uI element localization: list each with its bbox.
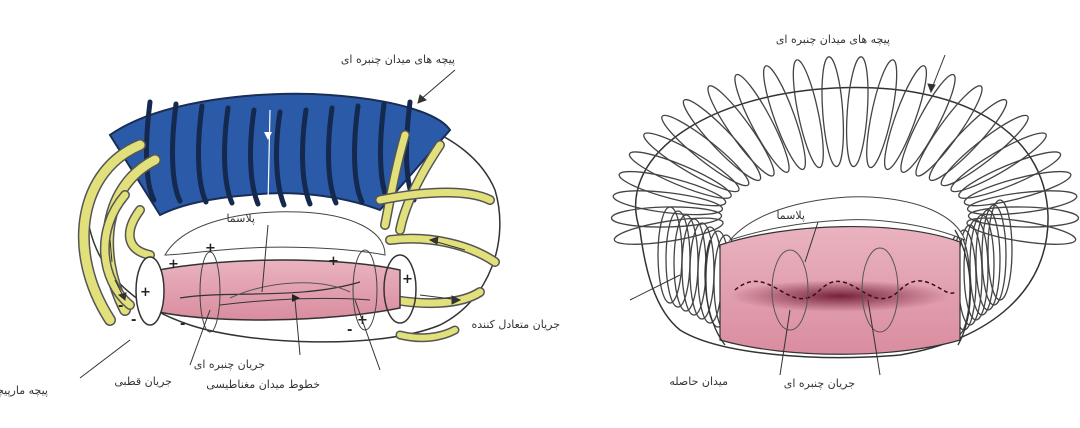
label-counterbalancing-current: جریان متعادل کننده bbox=[471, 318, 560, 331]
label-magnetic-field-lines: خطوط میدان مغناطیسی bbox=[206, 378, 320, 391]
svg-text:+: + bbox=[140, 285, 151, 300]
label-resulting-field: میدان حاصله bbox=[669, 375, 728, 388]
label-poloidal-current: جریان قطبی bbox=[114, 375, 172, 388]
label-helical-coil: پیچه مارپیچی bbox=[0, 384, 48, 397]
svg-text:+: + bbox=[328, 254, 339, 269]
right-diagram: پیچه های میدان چنبره ای پلاسما جریان متع… bbox=[471, 33, 1078, 390]
svg-text:-: - bbox=[131, 313, 136, 328]
label-right-plasma: پلاسما bbox=[776, 209, 805, 222]
right-plasma-tube bbox=[705, 227, 970, 355]
label-toroidal-current: جریان چنبره ای bbox=[194, 358, 265, 371]
label-right-toroidal-current: جریان چنبره ای bbox=[784, 377, 855, 390]
label-toroidal-field-coils: پیچه های میدان چنبره ای bbox=[341, 53, 455, 66]
svg-text:-: - bbox=[180, 317, 185, 332]
svg-text:+: + bbox=[402, 272, 413, 287]
left-diagram: + + + + - - - - + + پیچه های میدان چنبره… bbox=[0, 53, 500, 397]
label-right-toroidal-field-coils: پیچه های میدان چنبره ای bbox=[776, 33, 890, 46]
label-plasma: پلاسما bbox=[226, 212, 255, 225]
svg-text:+: + bbox=[168, 257, 179, 272]
svg-text:-: - bbox=[118, 299, 123, 314]
svg-text:-: - bbox=[347, 323, 352, 338]
svg-text:+: + bbox=[205, 241, 216, 256]
